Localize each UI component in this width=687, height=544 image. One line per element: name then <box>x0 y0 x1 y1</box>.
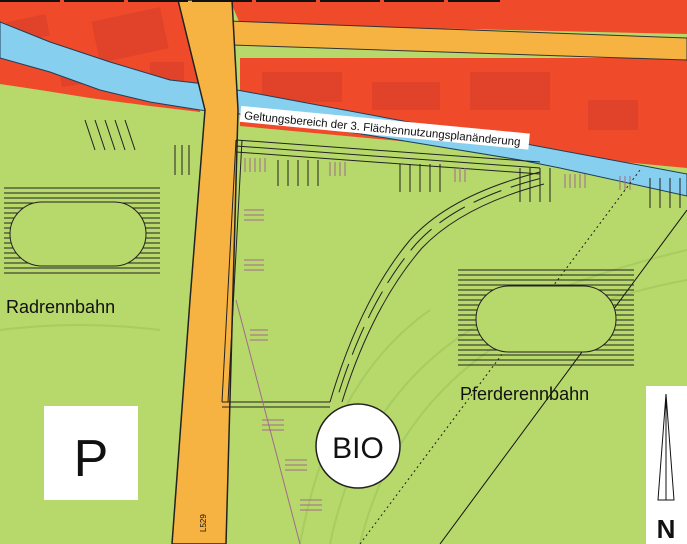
bio-label: BIO <box>332 432 384 465</box>
buildings-east <box>262 72 638 130</box>
radrennbahn-track <box>4 187 160 274</box>
pferderennbahn-label: Pferderennbahn <box>460 384 589 404</box>
tree-rows <box>244 158 631 511</box>
road-l529 <box>171 0 239 544</box>
residential-area-east <box>240 58 687 168</box>
bio-marker: BIO <box>315 403 401 489</box>
north-arrow-icon: N <box>646 386 687 544</box>
radrennbahn-label: Radrennbahn <box>6 297 115 317</box>
north-label: N <box>657 514 676 544</box>
bank-structures <box>84 119 681 208</box>
plan-boundary-label-bg <box>239 105 530 150</box>
parking-label: P <box>74 430 109 488</box>
tree-alley-line <box>235 299 301 544</box>
pferderennbahn-track <box>458 269 634 366</box>
river <box>0 21 687 197</box>
plan-boundary <box>221 139 545 408</box>
diagonal-line <box>439 209 687 544</box>
parking-icon: P <box>44 406 138 500</box>
road-label-l529: L529 <box>199 514 208 532</box>
